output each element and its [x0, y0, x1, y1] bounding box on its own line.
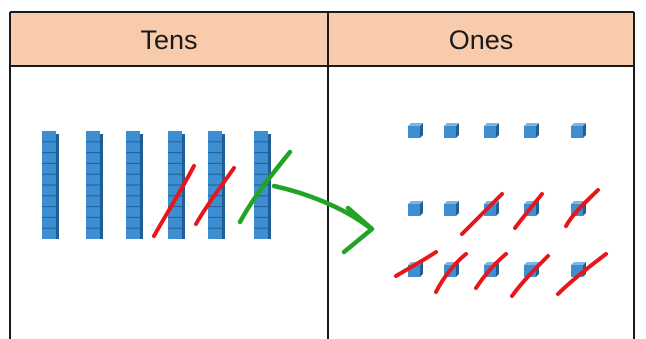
ones-cube-side — [456, 201, 459, 216]
ones-cube-top — [524, 262, 539, 265]
ones-column-title: Ones — [449, 25, 514, 55]
cross-out-marks — [152, 164, 608, 298]
ones-cube-top — [571, 262, 586, 265]
cross-out-ones-row3-cube5 — [556, 252, 608, 296]
ones-header-background — [328, 12, 634, 66]
regroup-strike-rod-6 — [237, 149, 293, 225]
tens-rod — [86, 131, 103, 239]
ones-cube-side — [583, 123, 586, 138]
ones-cube-side — [496, 123, 499, 138]
ones-cube-side — [536, 123, 539, 138]
ones-cube-side — [536, 201, 539, 216]
ones-cube-side — [420, 201, 423, 216]
ones-cube-face — [524, 126, 536, 138]
cross-out-ones-row3-cube1 — [394, 250, 438, 278]
tens-rod — [254, 131, 271, 239]
ones-cube-side — [420, 123, 423, 138]
ones-cube-top — [408, 123, 423, 126]
tens-rod-side — [140, 134, 143, 239]
cross-out-ones-row2-cube4 — [513, 192, 544, 230]
tens-rod-side — [56, 134, 59, 239]
cross-out-ones-row2-cube3 — [460, 192, 504, 236]
tens-rod-side — [222, 134, 225, 239]
table-frame — [9, 11, 635, 339]
regroup-arrow-shaft — [271, 183, 373, 231]
tens-rod — [208, 131, 225, 239]
ones-cube-face — [408, 204, 420, 216]
ones-cube-side — [496, 262, 499, 277]
tens-rod-side — [268, 134, 271, 239]
cross-out-ones-row2-cube5 — [564, 188, 600, 228]
ones-cube-top — [484, 123, 499, 126]
tens-rod-side — [100, 134, 103, 239]
ones-cube-side — [496, 201, 499, 216]
cross-out-ones-row3-cube4 — [510, 254, 550, 298]
ones-cube-side — [420, 262, 423, 277]
tens-rod — [42, 131, 59, 239]
ones-cube — [444, 123, 459, 138]
regroup-arrow-head — [341, 205, 375, 255]
ones-cube — [444, 201, 459, 216]
cross-out-ones-row3-cube3 — [474, 252, 508, 290]
ones-cube — [484, 123, 499, 138]
tens-rods — [42, 131, 271, 239]
tens-column-title: Tens — [140, 25, 197, 55]
ones-cube-top — [408, 201, 423, 204]
ones-cube-face — [444, 126, 456, 138]
ones-cube — [408, 201, 423, 216]
cross-out-tens-rod-5 — [194, 166, 236, 226]
ones-cube-top — [571, 123, 586, 126]
regroup-arrow — [237, 149, 375, 255]
ones-cube-side — [456, 262, 459, 277]
ones-cube — [408, 123, 423, 138]
ones-cube-face — [444, 204, 456, 216]
ones-cube-side — [456, 123, 459, 138]
ones-cube-face — [408, 126, 420, 138]
ones-cube-top — [524, 123, 539, 126]
ones-cube — [524, 123, 539, 138]
ones-cube-top — [444, 123, 459, 126]
ones-cube-face — [484, 126, 496, 138]
ones-cube-face — [571, 126, 583, 138]
ones-cube — [571, 123, 586, 138]
tens-header-background — [10, 12, 328, 66]
cross-out-ones-row3-cube2 — [434, 252, 468, 294]
ones-cube-top — [444, 201, 459, 204]
cross-out-tens-rod-4 — [152, 164, 196, 238]
tens-rod — [126, 131, 143, 239]
